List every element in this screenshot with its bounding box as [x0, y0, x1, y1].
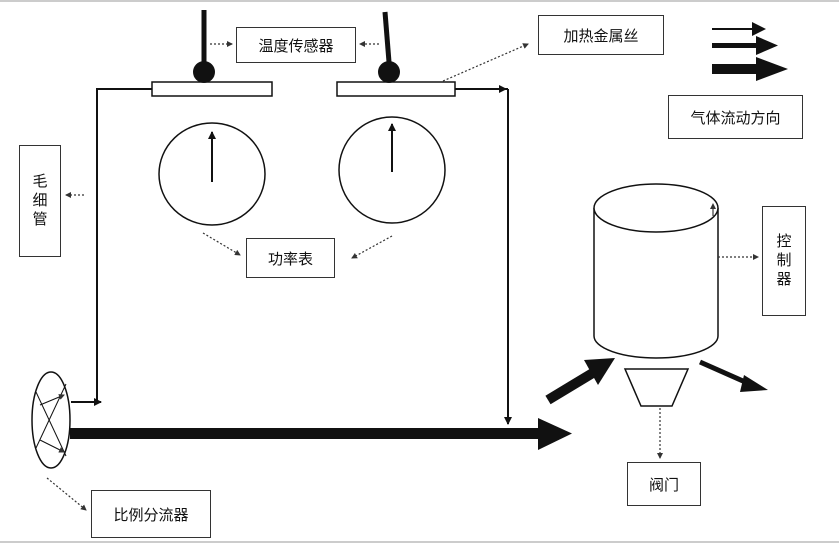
temp-sensor-probe-2 — [378, 11, 400, 83]
power-gauge-1 — [158, 122, 266, 226]
capillary-label: 毛细管 — [19, 145, 61, 257]
valve-label: 阀门 — [627, 462, 701, 506]
main-flow-pipe — [70, 418, 572, 450]
vessel-cylinder — [593, 183, 719, 359]
heating-wire-segment-2 — [336, 81, 456, 97]
gas-flow-direction-label: 气体流动方向 — [668, 95, 803, 139]
proportional-splitter — [31, 371, 71, 469]
dotted-leaders — [46, 41, 759, 511]
heating-wire-label: 加热金属丝 — [538, 15, 664, 55]
power-gauge-2 — [338, 116, 446, 224]
controller-label: 控制器 — [762, 206, 806, 316]
gas-flow-arrows-legend — [712, 22, 788, 81]
outlet-arrow — [698, 359, 768, 392]
heating-wire-segment-1 — [151, 81, 273, 97]
inlet-thick-arrow — [545, 358, 615, 405]
splitter-label: 比例分流器 — [91, 490, 211, 538]
temp-sensor-label: 温度传感器 — [236, 27, 356, 63]
temp-sensor-probe-1 — [193, 10, 215, 83]
valve-funnel — [623, 368, 690, 407]
power-meter-label: 功率表 — [246, 238, 335, 278]
